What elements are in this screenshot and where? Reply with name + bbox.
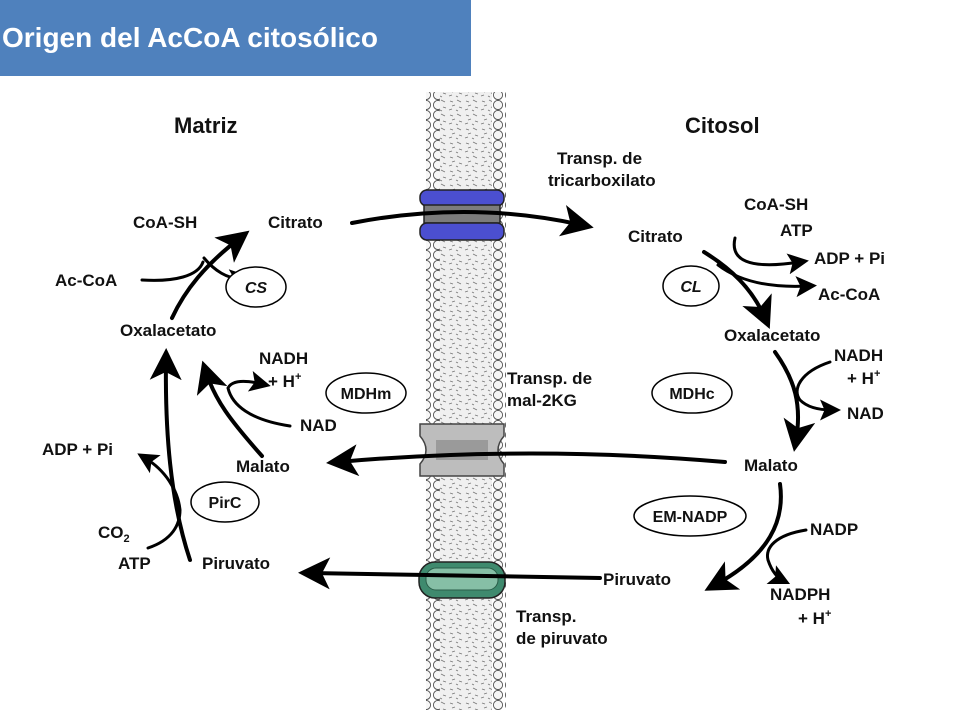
- matrix-co2: CO2: [98, 523, 130, 545]
- matrix-malate: Malato: [236, 457, 290, 476]
- tricarboxylate-transporter-label-2: tricarboxilato: [548, 171, 656, 190]
- pyruvate-transporter: [418, 561, 506, 599]
- membrane: [426, 92, 506, 710]
- svg-text:CL: CL: [680, 279, 701, 296]
- matrix-h-plus: + H+: [268, 371, 301, 391]
- cytosol-nadp: NADP: [810, 520, 858, 539]
- matrix-header: Matriz: [174, 113, 238, 138]
- cs-reaction-arrow: [170, 230, 250, 320]
- matrix-coash: CoA-SH: [133, 213, 197, 232]
- svg-text:PirC: PirC: [209, 495, 242, 512]
- cytosol-header: Citosol: [685, 113, 760, 138]
- mdhm-cofactor-arrow: [226, 371, 292, 428]
- matrix-nad: NAD: [300, 416, 337, 435]
- cytosol-h-plus: + H+: [847, 368, 880, 388]
- cytosol-citrate: Citrato: [628, 227, 683, 246]
- cytosol-coash: CoA-SH: [744, 195, 808, 214]
- svg-text:MDHc: MDHc: [669, 386, 714, 403]
- enzyme-cs: CS: [225, 266, 287, 308]
- cytosol-nad: NAD: [847, 404, 884, 423]
- matrix-oxaloacetate: Oxalacetato: [120, 321, 216, 340]
- em-nadp-reaction-arrow: [704, 482, 783, 591]
- malate-transporter: [419, 423, 505, 477]
- matrix-adp-pi: ADP + Pi: [42, 440, 113, 459]
- matrix-pyruvate: Piruvato: [202, 554, 270, 573]
- matrix-citrate: Citrato: [268, 213, 323, 232]
- cytosol-nadph: NADPH: [770, 585, 830, 604]
- mdhm-reaction-arrow: [196, 360, 264, 458]
- pirc-reaction-arrow: [149, 348, 192, 562]
- em-nadp-cofactor-arrow: [766, 528, 808, 585]
- malate-transporter-label-2: mal-2KG: [507, 391, 577, 410]
- pyruvate-transporter-label-2: de piruvato: [516, 629, 608, 648]
- enzyme-cl: CL: [662, 265, 720, 307]
- cytosol-nadh: NADH: [834, 346, 883, 365]
- title-bar: Origen del AcCoA citosólico: [0, 0, 471, 76]
- cytosol-atp: ATP: [780, 221, 813, 240]
- cl-cofactor-arrow-1: [732, 236, 809, 275]
- svg-text:CS: CS: [245, 280, 268, 297]
- mdhc-cofactor-arrow: [795, 360, 841, 421]
- enzyme-mdhm: MDHm: [325, 372, 407, 414]
- matrix-atp: ATP: [118, 554, 151, 573]
- cytosol-accoa: Ac-CoA: [818, 285, 880, 304]
- pyruvate-transporter-label-1: Transp.: [516, 607, 576, 626]
- accoa-input-arrow: [140, 260, 205, 282]
- slide-title: Origen del AcCoA citosólico: [2, 22, 378, 53]
- cytosol-oxaloacetate: Oxalacetato: [724, 326, 820, 345]
- tricarboxylate-transporter: [419, 189, 505, 241]
- cytosol-pyruvate: Piruvato: [603, 570, 671, 589]
- svg-text:MDHm: MDHm: [341, 386, 392, 403]
- cytosol-adp-pi: ADP + Pi: [814, 249, 885, 268]
- citrate-transport-arrow: [350, 205, 594, 237]
- matrix-accoa: Ac-CoA: [55, 271, 117, 290]
- pyruvate-transport-arrow: [298, 557, 602, 590]
- malate-transporter-label-1: Transp. de: [507, 369, 592, 388]
- enzyme-mdhc: MDHc: [651, 372, 733, 414]
- cytosol-nadph-h: + H+: [798, 608, 831, 628]
- enzyme-em-nadp: EM-NADP: [633, 495, 747, 537]
- matrix-nadh: NADH: [259, 349, 308, 368]
- svg-text:EM-NADP: EM-NADP: [653, 509, 728, 526]
- enzyme-pirc: PirC: [190, 481, 260, 523]
- cl-reaction-arrow: [702, 250, 772, 330]
- cl-cofactor-arrow-2: [716, 263, 817, 298]
- cytosol-malate: Malato: [744, 456, 798, 475]
- tricarboxylate-transporter-label-1: Transp. de: [557, 149, 642, 168]
- mdhc-reaction-arrow: [773, 350, 816, 452]
- pirc-cofactor-arrow: [137, 453, 182, 550]
- malate-transport-arrow: [326, 444, 727, 477]
